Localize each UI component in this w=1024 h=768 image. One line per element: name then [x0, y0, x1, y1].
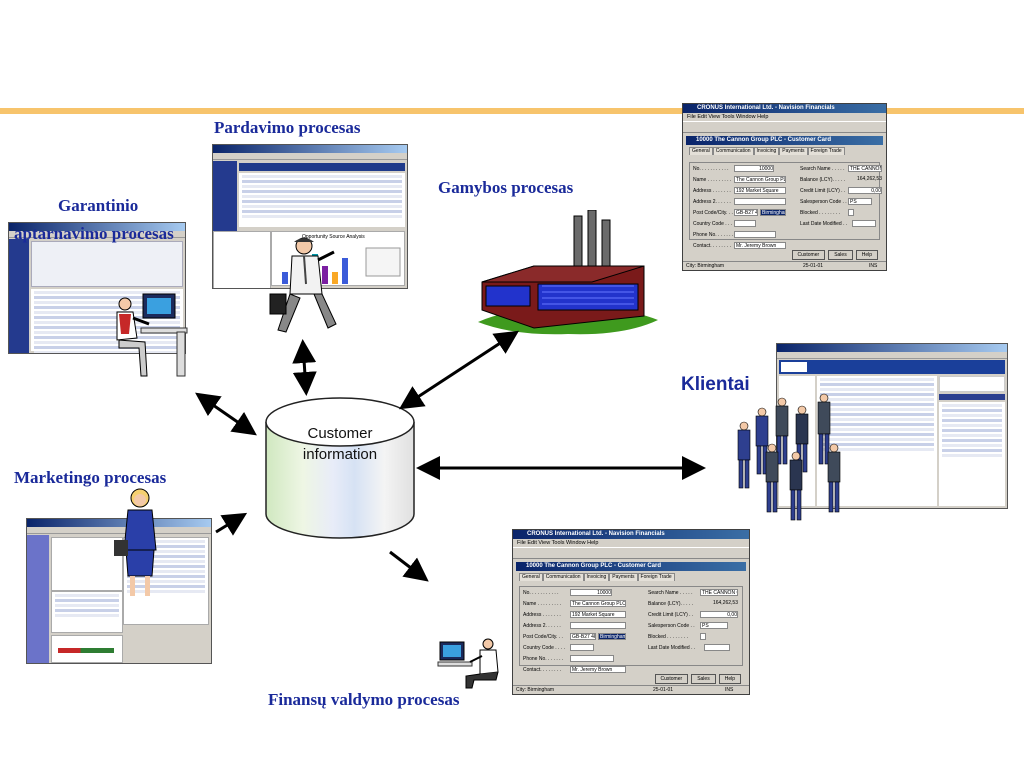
app-title: CRONUS International Ltd. - Navision Fin…: [683, 104, 886, 113]
label-gamybos: Gamybos procesas: [438, 178, 574, 197]
label-klientai: Klientai: [681, 374, 750, 395]
label-garantinio-1: Garantinio: [58, 196, 139, 215]
arrow-marketing-db: [215, 512, 248, 536]
tab-foreign-trade: Foreign Trade: [807, 147, 845, 155]
toolbar: [683, 121, 886, 133]
marketing-app-screenshot: [26, 518, 212, 664]
tab-general: General: [689, 147, 713, 155]
label-finansu: Finansų valdymo procesas: [268, 690, 460, 709]
status-bar: City: Birmingham 25-01-01 INS: [683, 261, 886, 270]
customer-card-window-bottom: CRONUS International Ltd. - Navision Fin…: [512, 529, 750, 695]
general-panel: No. . . . . . . . . . . 10000 Name . . .…: [689, 162, 882, 249]
tab-communication: Communication: [712, 147, 754, 155]
customer-button: Customer: [791, 250, 826, 260]
menu-bar: File Edit View Tools Window Help: [687, 114, 769, 120]
label-marketingo: Marketingo procesas: [14, 468, 167, 487]
top-accent-bar: [0, 108, 1024, 114]
database-label-line2: information: [302, 446, 378, 463]
businesswoman-illustration: [114, 488, 157, 596]
factory-illustration: [478, 210, 658, 335]
arrow-sales-db: [292, 339, 317, 396]
help-button: Help: [855, 250, 878, 260]
tab-payments: Payments: [779, 147, 808, 155]
database-label: Customer information: [265, 423, 415, 465]
arrow-db-finance: [389, 550, 429, 582]
accountant-at-computer-illustration: [437, 638, 499, 689]
arrow-production-db: [398, 330, 520, 410]
customer-information-database: [265, 397, 415, 539]
arrow-warranty-db: [195, 392, 257, 436]
sales-button: Sales: [828, 250, 853, 260]
group-of-clients-illustration: [737, 393, 841, 521]
form-title: 10000 The Cannon Group PLC - Customer Ca…: [686, 136, 883, 145]
tab-invoicing: Invoicing: [753, 147, 780, 155]
customer-card-window-top: CRONUS International Ltd. - Navision Fin…: [682, 103, 887, 271]
sales-chart-title: Opportunity Source Analysis: [302, 234, 365, 240]
label-garantinio-2: aptarnavimo procesas: [14, 224, 174, 243]
businessman-illustration: [269, 237, 337, 333]
database-label-line1: Customer: [307, 425, 373, 442]
worker-at-desk-illustration: [116, 293, 188, 377]
label-pardavimo: Pardavimo procesas: [214, 118, 361, 137]
client-website-screenshot: [776, 343, 1008, 509]
